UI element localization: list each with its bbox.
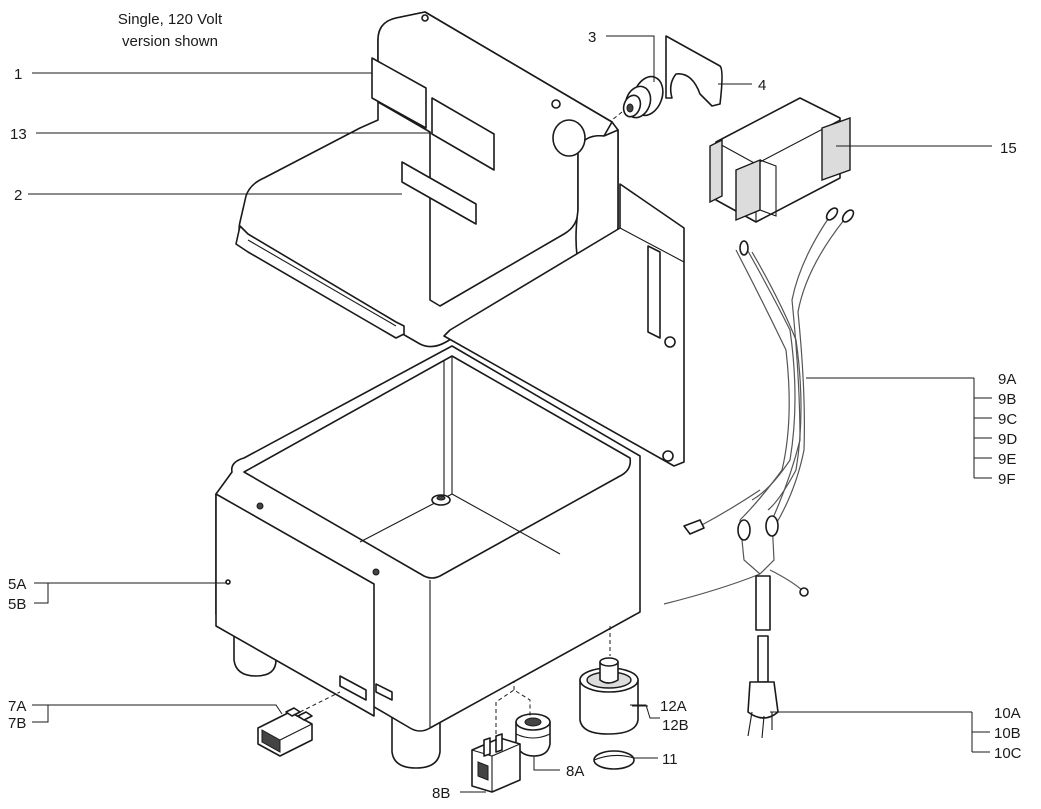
version-note-line2: version shown — [122, 33, 218, 50]
rocker-switch-7 — [257, 691, 341, 757]
callout-10C: 10C — [994, 745, 1022, 762]
callout-9F: 9F — [998, 471, 1016, 488]
callout-9B: 9B — [998, 391, 1016, 408]
label-plate-13 — [431, 97, 495, 171]
callout-13: 13 — [10, 126, 27, 143]
label-plate-2 — [401, 161, 477, 225]
callout-9C: 9C — [998, 411, 1017, 428]
callout-4: 4 — [758, 77, 766, 94]
bracket-4 — [665, 35, 723, 107]
leader-lines — [28, 35, 992, 793]
thermostat-3 — [611, 75, 664, 121]
label-plate-1 — [371, 57, 427, 129]
callout-11: 11 — [662, 751, 678, 768]
wire-harness-9 — [663, 207, 855, 605]
callout-1: 1 — [14, 66, 22, 83]
rear-panel — [443, 183, 685, 467]
callout-5B: 5B — [8, 596, 26, 613]
callout-8A: 8A — [566, 763, 584, 780]
version-note-line1: Single, 120 Volt — [118, 11, 223, 28]
callout-10A: 10A — [994, 705, 1021, 722]
side-panel-5 — [215, 493, 375, 717]
foot-12 — [579, 626, 639, 735]
transformer-15 — [709, 97, 851, 223]
callout-12B: 12B — [662, 717, 689, 734]
callout-9E: 9E — [998, 451, 1016, 468]
power-cord-10 — [747, 575, 779, 739]
top-housing — [235, 11, 619, 348]
callout-5A: 5A — [8, 576, 26, 593]
indicator-8A — [515, 713, 551, 757]
callout-10B: 10B — [994, 725, 1021, 742]
callout-15: 15 — [1000, 140, 1017, 157]
callout-9A: 9A — [998, 371, 1016, 388]
callout-7B: 7B — [8, 715, 26, 732]
base-box — [215, 345, 641, 769]
pad-11 — [593, 750, 635, 770]
callout-2: 2 — [14, 187, 22, 204]
callout-12A: 12A — [660, 698, 687, 715]
callout-8B: 8B — [432, 785, 450, 802]
callout-9D: 9D — [998, 431, 1017, 448]
callout-7A: 7A — [8, 698, 26, 715]
callout-3: 3 — [588, 29, 596, 46]
receptacle-8B — [471, 682, 531, 793]
